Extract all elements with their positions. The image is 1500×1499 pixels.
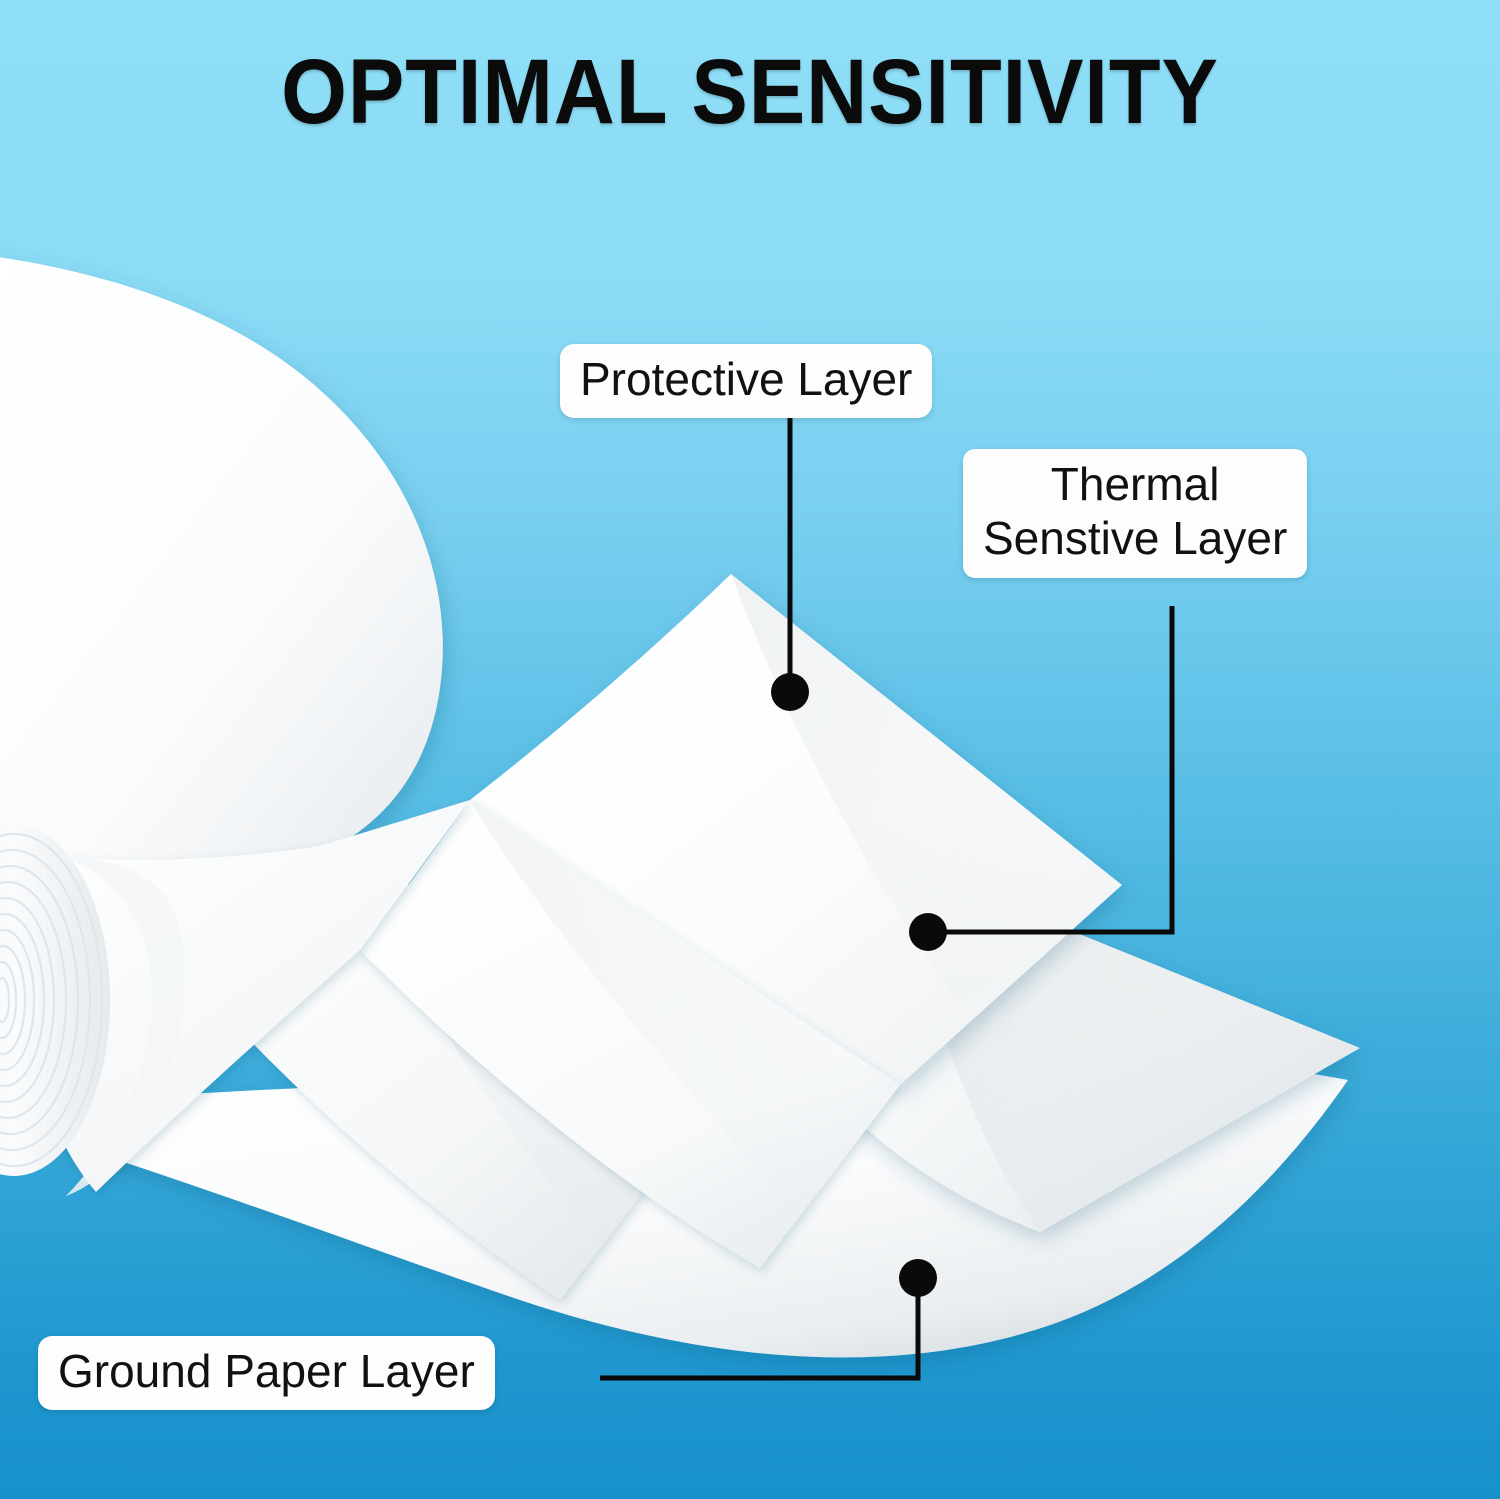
callout-ground-paper-layer[interactable]: Ground Paper Layer <box>38 1336 495 1411</box>
callout-leader-lines <box>600 406 1175 1381</box>
hotspot-protective-layer-dot[interactable] <box>771 673 809 711</box>
dot-protective <box>771 673 809 711</box>
paper-roll <box>0 257 471 1196</box>
callout-protective-layer[interactable]: Protective Layer <box>560 344 933 419</box>
leader-thermal <box>928 606 1175 935</box>
sheet-inner-fan <box>360 800 900 1268</box>
dot-thermal <box>909 913 947 951</box>
callout-thermal-sensitive-layer[interactable]: Thermal Senstive Layer <box>963 449 1308 578</box>
sheet-top-triangle <box>470 574 1122 1085</box>
roll-coil-windings <box>0 832 104 1168</box>
callout-dots <box>771 673 947 1297</box>
callout-ground-paper-layer-label: Ground Paper Layer <box>58 1345 475 1397</box>
callout-thermal-sensitive-layer-line1: Thermal <box>1050 458 1220 510</box>
callout-thermal-sensitive-layer-line2: Senstive Layer <box>983 512 1288 565</box>
leader-ground <box>600 1278 921 1381</box>
hotspot-ground-paper-layer-dot[interactable] <box>899 1259 937 1297</box>
callout-protective-layer-label: Protective Layer <box>580 353 913 405</box>
hotspot-thermal-sensitive-layer-dot[interactable] <box>909 913 947 951</box>
dot-ground <box>899 1259 937 1297</box>
page-title: OPTIMAL SENSITIVITY <box>281 41 1219 143</box>
